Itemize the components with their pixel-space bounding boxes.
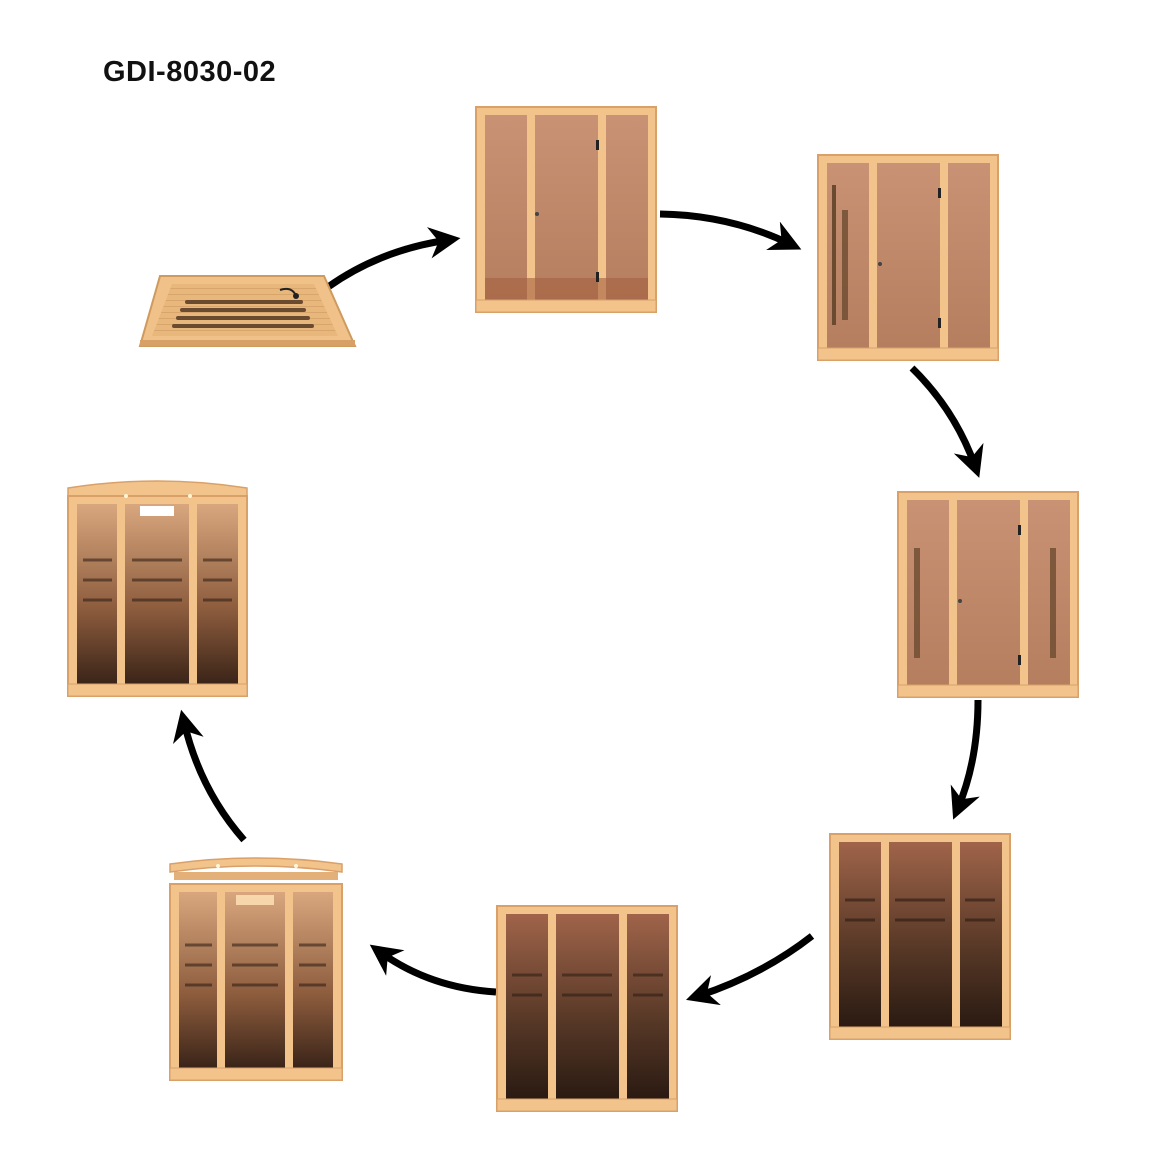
arrow-3-to-4 bbox=[909, 365, 984, 478]
arrow-6-to-7 bbox=[369, 944, 497, 996]
roof-being-installed-icon bbox=[169, 857, 343, 1081]
left-wall-assembled-icon bbox=[817, 154, 999, 361]
back-wall-assembled-icon bbox=[829, 833, 1011, 1040]
model-label: GDI-8030-02 bbox=[103, 56, 277, 88]
floor-base-icon bbox=[138, 275, 357, 347]
front-glass-panel-icon bbox=[475, 106, 657, 313]
right-wall-assembled-icon bbox=[897, 491, 1079, 698]
arrow-7-to-8 bbox=[173, 709, 247, 843]
completed-sauna-icon bbox=[67, 480, 248, 697]
arrow-2-to-3 bbox=[659, 210, 802, 250]
interior-benches-icon bbox=[496, 905, 678, 1112]
arrow-5-to-6 bbox=[686, 933, 815, 1006]
arrow-4-to-5 bbox=[950, 699, 982, 820]
cycle-arrows bbox=[173, 210, 984, 1006]
arrow-1-to-2 bbox=[325, 227, 461, 290]
